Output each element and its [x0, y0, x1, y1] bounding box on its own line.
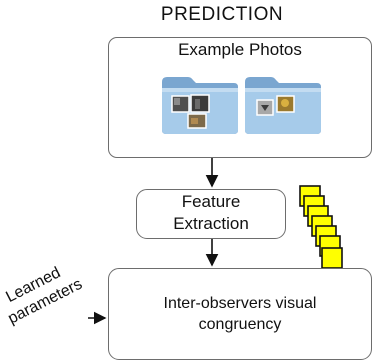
- feature-extraction-label: Feature Extraction: [136, 191, 286, 235]
- feature-extraction-box: [136, 189, 286, 239]
- ioc-box: [108, 268, 372, 360]
- ioc-label-line1: Inter-observers visual: [163, 295, 317, 312]
- feature-stack-icon: [299, 185, 343, 269]
- feature-label-line2: Extraction: [173, 214, 249, 233]
- example-photos-box: [108, 37, 372, 158]
- feature-label-line1: Feature: [181, 192, 241, 211]
- learned-parameters-label: Learned parameters: [3, 264, 85, 327]
- folder-icon: [245, 77, 321, 134]
- example-photos-label: Example Photos: [178, 40, 302, 59]
- diagram-title: PREDICTION: [160, 4, 284, 25]
- ioc-label-line2: congruency: [198, 316, 282, 333]
- ioc-label: Inter-observers visual congruency: [108, 293, 372, 335]
- folder-icon: [162, 77, 238, 134]
